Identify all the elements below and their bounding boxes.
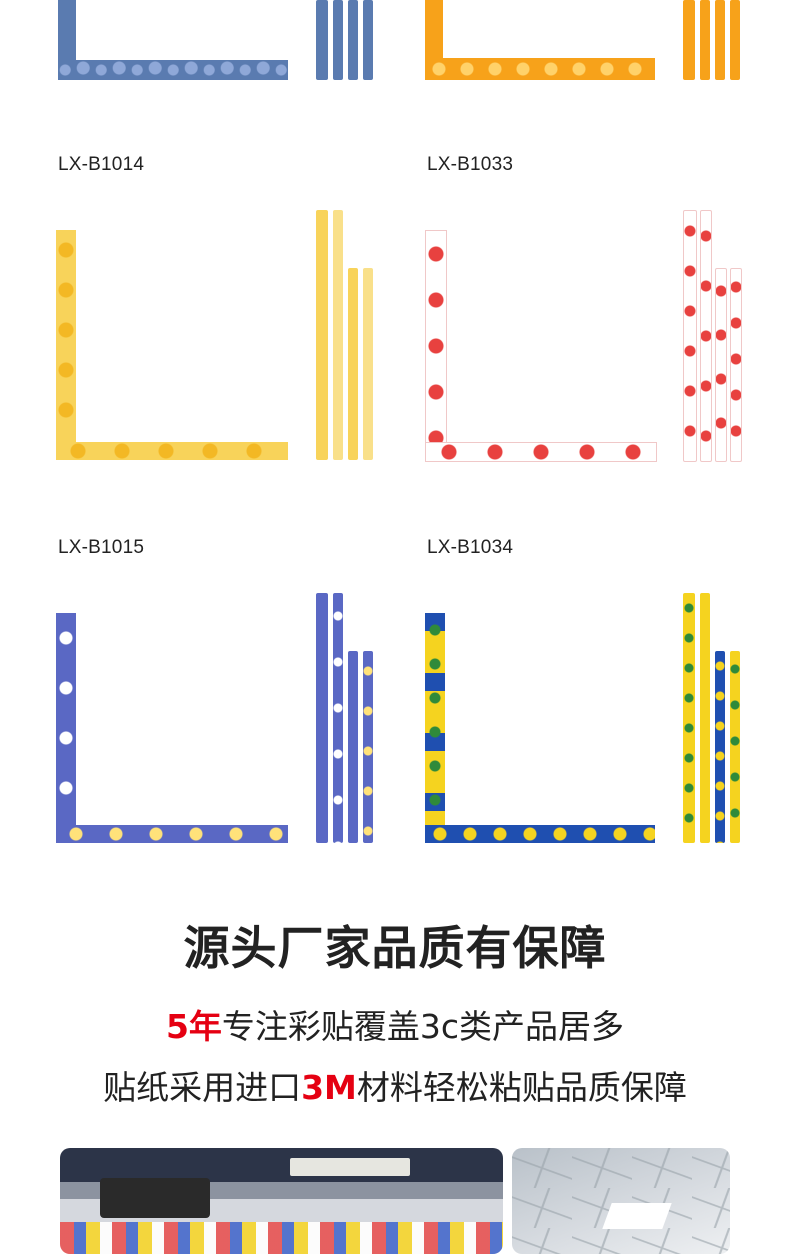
side-strip bbox=[363, 0, 373, 80]
office-photo bbox=[512, 1148, 730, 1254]
side-strip bbox=[316, 0, 328, 80]
ceiling-light bbox=[602, 1203, 672, 1229]
l-sticker-vertical bbox=[425, 230, 447, 462]
l-sticker-horizontal bbox=[56, 442, 288, 460]
banner-title: 源头厂家品质有保障 bbox=[183, 921, 607, 975]
product-card-blue-cow[interactable] bbox=[0, 0, 395, 130]
side-strip bbox=[700, 0, 710, 80]
l-sticker-horizontal bbox=[425, 442, 657, 462]
product-card-lx-b1034[interactable]: LX-B1034 bbox=[395, 523, 790, 863]
highlight-3m: 3M bbox=[301, 1068, 357, 1107]
product-card-lx-b1014[interactable]: LX-B1014 bbox=[0, 140, 395, 480]
product-code: LX-B1014 bbox=[58, 154, 145, 175]
product-code: LX-B1034 bbox=[427, 537, 514, 558]
l-sticker-bottom bbox=[58, 60, 288, 80]
l-sticker-horizontal bbox=[425, 825, 655, 843]
printer-head bbox=[100, 1178, 210, 1218]
highlight-years: 5年 bbox=[165, 1007, 222, 1046]
product-card-lx-b1015[interactable]: LX-B1015 bbox=[0, 523, 395, 863]
side-strip bbox=[715, 268, 727, 462]
side-strip bbox=[715, 0, 725, 80]
banner-line-2: 贴纸采用进口3M材料轻松粘贴品质保障 bbox=[0, 1061, 790, 1109]
l-sticker-vertical bbox=[425, 613, 445, 843]
l-sticker-bottom bbox=[425, 58, 655, 80]
l-sticker-horizontal bbox=[56, 825, 288, 843]
product-code: LX-B1015 bbox=[58, 537, 145, 558]
line-2-end: 材料轻松粘贴品质保障 bbox=[356, 1068, 687, 1107]
banner-line-1: 5年专注彩贴覆盖3c类产品居多 bbox=[0, 1000, 790, 1048]
printer-label-panel bbox=[290, 1158, 410, 1176]
side-strip bbox=[683, 593, 695, 843]
printed-strips bbox=[60, 1222, 503, 1254]
side-strip bbox=[700, 593, 710, 843]
side-strip bbox=[333, 0, 343, 80]
product-card-orange[interactable] bbox=[395, 0, 790, 130]
printer-photo bbox=[60, 1148, 503, 1254]
product-card-lx-b1033[interactable]: LX-B1033 bbox=[395, 140, 790, 480]
side-strip bbox=[700, 210, 712, 462]
l-sticker-vertical bbox=[56, 230, 76, 460]
line-2-start: 贴纸采用进口 bbox=[103, 1068, 302, 1107]
side-strip bbox=[316, 593, 328, 843]
l-sticker-vertical bbox=[56, 613, 76, 843]
side-strip bbox=[348, 651, 358, 843]
side-strip bbox=[363, 268, 373, 460]
side-strip bbox=[363, 651, 373, 843]
side-strip bbox=[730, 651, 740, 843]
side-strip bbox=[715, 651, 725, 843]
side-strip bbox=[730, 268, 742, 462]
line-1-text: 专注彩贴覆盖3c类产品居多 bbox=[221, 1007, 625, 1046]
side-strip bbox=[730, 0, 740, 80]
side-strip bbox=[348, 268, 358, 460]
side-strip bbox=[333, 593, 343, 843]
side-strip bbox=[316, 210, 328, 460]
side-strip bbox=[683, 210, 697, 462]
product-code: LX-B1033 bbox=[427, 154, 514, 175]
side-strip bbox=[348, 0, 358, 80]
side-strip bbox=[333, 210, 343, 460]
ceiling-grid bbox=[512, 1148, 730, 1254]
side-strip bbox=[683, 0, 695, 80]
